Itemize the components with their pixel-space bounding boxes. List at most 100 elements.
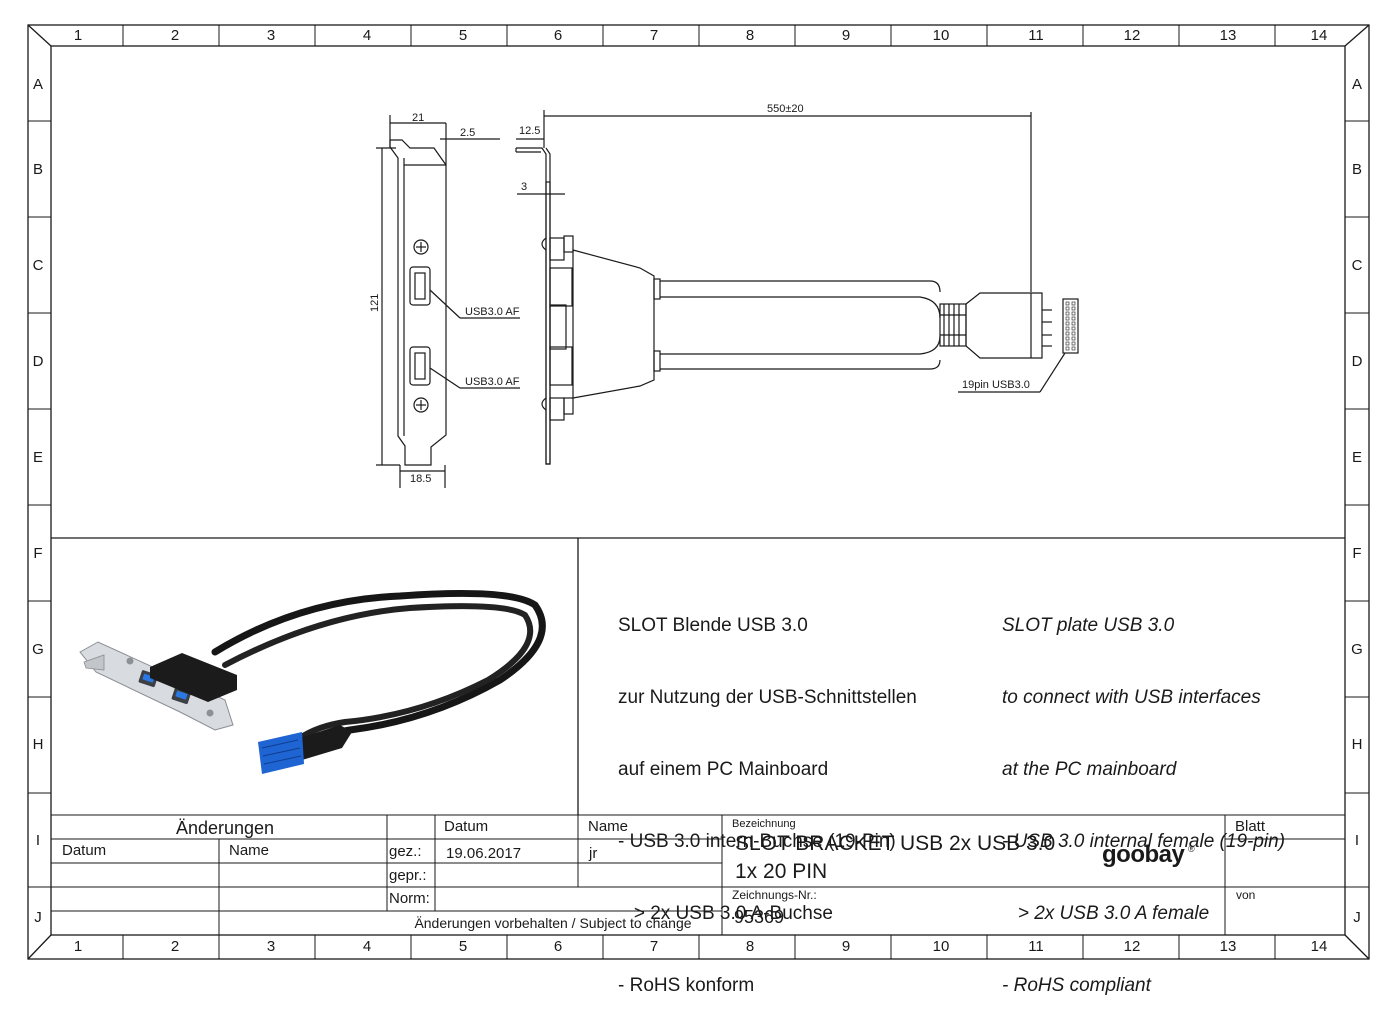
row-label: A <box>33 76 43 93</box>
col-label: 5 <box>459 938 467 955</box>
col-label: 7 <box>650 938 658 955</box>
title-block-text: Änderungen Datum Name Datum Name gez.: g… <box>62 818 1266 931</box>
row-label: F <box>33 545 42 562</box>
col-label: 6 <box>554 938 562 955</box>
von-label: von <box>1236 888 1255 902</box>
row-label: B <box>33 161 43 178</box>
col-label: 10 <box>933 938 950 955</box>
pin <box>1071 311 1076 316</box>
description-line: auf einem PC Mainboard <box>618 759 829 780</box>
dim-side-step: 3 <box>521 181 527 193</box>
row-label: F <box>1352 545 1361 562</box>
connector-label: 19pin USB3.0 <box>962 379 1030 391</box>
description-line: > 2x USB 3.0 A-Buchse <box>618 903 833 924</box>
technical-drawing-sheet: 1 2 3 4 5 6 7 8 9 10 11 12 13 14 1 2 3 4… <box>27 24 1370 960</box>
pin <box>1071 326 1076 331</box>
pin <box>1065 316 1070 321</box>
col-label: 4 <box>363 27 371 44</box>
row-label: G <box>32 641 44 658</box>
description-line: SLOT Blende USB 3.0 <box>618 615 808 636</box>
pin <box>1065 331 1070 336</box>
row-label: B <box>1352 161 1362 178</box>
pin-grid <box>1065 301 1076 351</box>
bezeichnung-label: Bezeichnung <box>732 818 796 830</box>
pin <box>1065 306 1070 311</box>
changes-datum-header: Datum <box>62 842 106 859</box>
pin <box>1071 346 1076 351</box>
row-dividers <box>28 120 1369 888</box>
name-header: Name <box>588 818 628 835</box>
drawing-number: 95369 <box>734 907 784 927</box>
description-line: at the PC mainboard <box>1002 759 1177 780</box>
goobay-logo: goobay ® <box>1102 841 1195 868</box>
row-label: J <box>34 909 42 926</box>
datum-header: Datum <box>444 818 488 835</box>
row-label: D <box>1352 353 1363 370</box>
port-label-1: USB3.0 AF <box>465 306 520 318</box>
col-label: 12 <box>1124 938 1141 955</box>
description-line: SLOT plate USB 3.0 <box>1002 615 1175 636</box>
bracket-side-view <box>515 110 1079 465</box>
col-label: 13 <box>1220 938 1237 955</box>
row-label: H <box>1352 736 1363 753</box>
pin <box>1065 321 1070 326</box>
col-label: 2 <box>171 938 179 955</box>
pin <box>1065 301 1070 306</box>
section-separators <box>51 537 1345 815</box>
column-labels-top: 1 2 3 4 5 6 7 8 9 10 11 12 13 14 <box>74 27 1328 44</box>
column-dividers <box>122 25 1276 959</box>
row-labels-left: A B C D E F G H I J <box>32 76 44 926</box>
pin <box>1071 341 1076 346</box>
pin <box>1071 306 1076 311</box>
row-label: I <box>36 832 40 849</box>
port-label-2: USB3.0 AF <box>465 376 520 388</box>
col-label: 3 <box>267 938 275 955</box>
col-label: 1 <box>74 938 82 955</box>
description-line: - RoHS compliant <box>1002 975 1151 996</box>
col-label: 8 <box>746 938 754 955</box>
dim-width-top: 21 <box>412 112 424 124</box>
pin <box>1071 336 1076 341</box>
description-line: to connect with USB interfaces <box>1002 687 1261 708</box>
col-label: 11 <box>1028 27 1044 44</box>
title-line-2: 1x 20 PIN <box>735 860 827 883</box>
row-label: C <box>33 257 44 274</box>
logo-registered-mark: ® <box>1188 844 1195 854</box>
col-label: 6 <box>554 27 562 44</box>
description-line: - RoHS konform <box>618 975 755 996</box>
dim-side-top: 12.5 <box>519 125 540 137</box>
col-label: 13 <box>1220 27 1237 44</box>
description-german: SLOT Blende USB 3.0 zur Nutzung der USB-… <box>618 566 917 1022</box>
name-value: jr <box>588 845 597 862</box>
pin <box>1071 301 1076 306</box>
col-label: 4 <box>363 938 371 955</box>
side-view-dimension-labels: 12.5 3 550±20 19pin USB3.0 <box>519 103 1030 391</box>
pin <box>1065 346 1070 351</box>
date-value: 19.06.2017 <box>446 845 521 862</box>
column-labels-bottom: 1 2 3 4 5 6 7 8 9 10 11 12 13 14 <box>74 938 1328 955</box>
changes-name-header: Name <box>229 842 269 859</box>
col-label: 5 <box>459 27 467 44</box>
blatt-label: Blatt <box>1235 818 1266 835</box>
col-label: 10 <box>933 27 950 44</box>
bracket-front-view <box>376 115 520 488</box>
pin <box>1065 311 1070 316</box>
row-label: J <box>1353 909 1361 926</box>
row-label: H <box>33 736 44 753</box>
col-label: 9 <box>842 938 850 955</box>
row-label: E <box>33 449 43 466</box>
row-label: E <box>1352 449 1362 466</box>
product-photo <box>79 589 546 774</box>
pin <box>1065 336 1070 341</box>
description-english: SLOT plate USB 3.0 to connect with USB i… <box>1002 566 1285 1022</box>
change-notice: Änderungen vorbehalten / Subject to chan… <box>414 915 691 931</box>
row-label: D <box>33 353 44 370</box>
dim-foot: 18.5 <box>410 473 431 485</box>
col-label: 14 <box>1311 938 1328 955</box>
pin <box>1071 316 1076 321</box>
row-label: C <box>1352 257 1363 274</box>
row-label: G <box>1351 641 1363 658</box>
row-labels-right: A B C D E F G H I J <box>1351 76 1363 926</box>
pin <box>1065 326 1070 331</box>
logo-text: goobay <box>1102 841 1185 868</box>
